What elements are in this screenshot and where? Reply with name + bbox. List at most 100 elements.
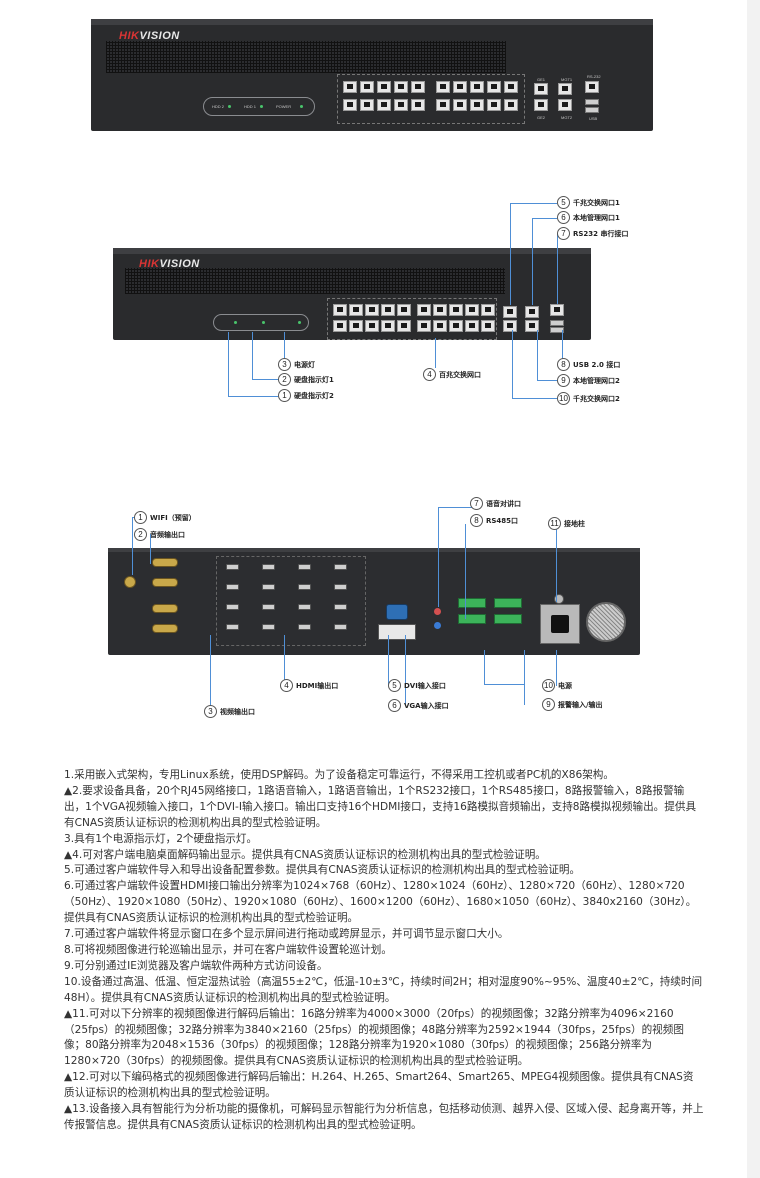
fast-ethernet-port-18 bbox=[470, 99, 484, 111]
spec-item: 7.可通过客户端软件将显示窗口在多个显示屏间进行拖动或跨屏显示，并可调节显示窗口… bbox=[64, 928, 509, 941]
spec-item: ▲13.设备接入具有智能行为分析功能的摄像机，可解码显示智能行为分析信息，包括移… bbox=[64, 1103, 704, 1131]
fast-ethernet-port-15 bbox=[411, 99, 425, 111]
fast-ethernet-port-11 bbox=[333, 320, 347, 332]
fast-ethernet-port-19 bbox=[465, 320, 479, 332]
hdmi-output-port-9 bbox=[226, 604, 239, 610]
dvi-input-port bbox=[378, 624, 416, 640]
right-scroll-rail bbox=[747, 0, 760, 1178]
hdd1-label: HDD 1 bbox=[244, 104, 257, 109]
hikvision-logo: HIKVISION bbox=[119, 30, 180, 42]
spec-item: 8.可将视频图像进行轮巡输出显示，并可在客户端软件设置轮巡计划。 bbox=[64, 943, 392, 956]
hdmi-output-port-11 bbox=[298, 604, 311, 610]
ground-post bbox=[554, 594, 564, 604]
spec-item: 9.可分别通过IE浏览器及客户端软件两种方式访问设备。 bbox=[64, 959, 328, 972]
audio-intercom-in bbox=[434, 608, 441, 615]
power-led bbox=[298, 321, 301, 324]
hdd2-led bbox=[234, 321, 237, 324]
hdmi-output-port-1 bbox=[226, 564, 239, 570]
hdmi-output-port-4 bbox=[334, 564, 347, 570]
hdmi-output-port-5 bbox=[226, 584, 239, 590]
spec-item: 3.具有1个电源指示灯，2个硬盘指示灯。 bbox=[64, 832, 258, 845]
fast-ethernet-port-9 bbox=[465, 304, 479, 316]
audio-intercom-out bbox=[434, 622, 441, 629]
fast-ethernet-port-6 bbox=[436, 81, 450, 93]
hdd1-led bbox=[262, 321, 265, 324]
fast-ethernet-port-8 bbox=[449, 304, 463, 316]
gigabit-port-1 bbox=[534, 83, 548, 95]
fast-ethernet-port-13 bbox=[365, 320, 379, 332]
fast-ethernet-port-2 bbox=[349, 304, 363, 316]
fast-ethernet-port-7 bbox=[453, 81, 467, 93]
vga-input-port bbox=[386, 604, 408, 620]
usb-port-1 bbox=[550, 320, 564, 326]
audio-output-connector-1 bbox=[152, 558, 178, 567]
spec-item: 6.可通过客户端软件设置HDMI接口输出分辨率为1024×768（60Hz）、1… bbox=[64, 880, 697, 925]
gigabit-port-2 bbox=[503, 320, 517, 332]
alarm-terminal-3 bbox=[494, 614, 522, 624]
hdmi-output-port-7 bbox=[298, 584, 311, 590]
fast-ethernet-port-20 bbox=[504, 99, 518, 111]
hikvision-logo: HIKVISION bbox=[139, 258, 200, 270]
fast-ethernet-port-5 bbox=[411, 81, 425, 93]
fast-ethernet-port-1 bbox=[343, 81, 357, 93]
fast-ethernet-port-3 bbox=[377, 81, 391, 93]
hdmi-output-port-12 bbox=[334, 604, 347, 610]
fast-ethernet-port-5 bbox=[397, 304, 411, 316]
mgmt1-label: MGT1 bbox=[561, 77, 573, 82]
fast-ethernet-port-11 bbox=[343, 99, 357, 111]
fast-ethernet-port-13 bbox=[377, 99, 391, 111]
fast-ethernet-port-10 bbox=[504, 81, 518, 93]
fast-ethernet-port-12 bbox=[349, 320, 363, 332]
fast-ethernet-port-8 bbox=[470, 81, 484, 93]
fast-ethernet-port-9 bbox=[487, 81, 501, 93]
power-supply-unit bbox=[540, 604, 580, 644]
ge2-label: GE2 bbox=[537, 115, 546, 120]
fast-ethernet-port-17 bbox=[433, 320, 447, 332]
mgmt-port-1 bbox=[525, 306, 539, 318]
alarm-terminal-2 bbox=[494, 598, 522, 608]
fast-ethernet-port-16 bbox=[436, 99, 450, 111]
fast-ethernet-port-4 bbox=[394, 81, 408, 93]
power-socket bbox=[551, 615, 569, 633]
ge1-label: GE1 bbox=[537, 77, 546, 82]
fast-ethernet-port-block bbox=[337, 74, 525, 124]
video-output-connector-2 bbox=[152, 624, 178, 633]
hdmi-output-port-3 bbox=[298, 564, 311, 570]
hdd2-led bbox=[228, 105, 231, 108]
fast-ethernet-port-16 bbox=[417, 320, 431, 332]
hdmi-output-port-15 bbox=[298, 624, 311, 630]
fast-ethernet-port-2 bbox=[360, 81, 374, 93]
fast-ethernet-port-3 bbox=[365, 304, 379, 316]
hdmi-output-port-2 bbox=[262, 564, 275, 570]
hdmi-output-port-16 bbox=[334, 624, 347, 630]
device-rear-chassis bbox=[108, 548, 640, 655]
usb-port-2 bbox=[585, 107, 599, 113]
spec-item: 1.采用嵌入式架构，专用Linux系统，使用DSP解码。为了设备稳定可靠运行，不… bbox=[64, 769, 614, 781]
spec-item: ▲2.要求设备具备，20个RJ45网络接口，1路语音输入，1路语音输出，1个RS… bbox=[64, 784, 697, 829]
rs232-port bbox=[550, 304, 564, 316]
fast-ethernet-port-7 bbox=[433, 304, 447, 316]
hdmi-port-block bbox=[216, 556, 366, 646]
hdmi-output-port-8 bbox=[334, 584, 347, 590]
hdd2-label: HDD 2 bbox=[212, 104, 225, 109]
spec-item: 10.设备通过高温、低温、恒定湿热试验（高温55±2℃，低温-10±3℃，持续时… bbox=[64, 975, 703, 1004]
rs485-terminal bbox=[458, 598, 486, 608]
hdmi-output-port-10 bbox=[262, 604, 275, 610]
